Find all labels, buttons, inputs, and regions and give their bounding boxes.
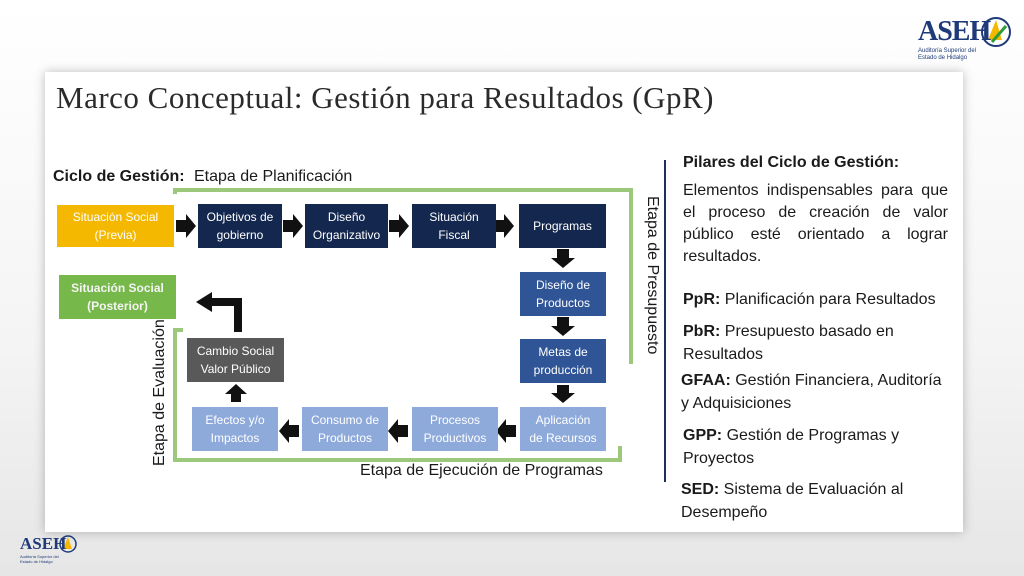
aseh-logo-footer: ASEH Auditoría Superior del Estado de Hi… — [16, 534, 80, 572]
arrow-left-3 — [279, 419, 299, 443]
cycle-label: Ciclo de Gestión: — [53, 168, 185, 185]
stage-execution-label: Etapa de Ejecución de Programas — [360, 462, 603, 479]
pillar-gpp-text: Gestión de Programas y Proyectos — [683, 427, 900, 467]
arrow-right-4 — [494, 214, 514, 238]
pillar-gpp-abbr: GPP: — [683, 427, 723, 444]
logo-emblem-small-icon — [59, 535, 77, 553]
node-programas: Programas — [519, 204, 606, 248]
pillar-sed: SED: Sistema de Evaluación al Desempeño — [681, 478, 921, 524]
pillar-sed-text: Sistema de Evaluación al Desempeño — [681, 481, 904, 521]
evaluation-execution-bracket — [173, 328, 622, 462]
arrow-right-1 — [176, 214, 196, 238]
arrow-left-2 — [388, 419, 408, 443]
pillar-pbr-text: Presupuesto basado en Resultados — [683, 323, 894, 363]
arrow-right-3 — [389, 214, 409, 238]
arrow-left-1 — [496, 419, 516, 443]
logo-subtitle: Auditoría Superior del Estado de Hidalgo — [918, 48, 977, 61]
node-metas-produccion: Metas de producción — [520, 339, 606, 383]
node-efectos-impactos: Efectos y/o Impactos — [192, 407, 278, 451]
pillar-pbr-abbr: PbR: — [683, 323, 721, 340]
pillar-ppr: PpR: Planificación para Resultados — [683, 288, 953, 311]
pillar-gfaa-text: Gestión Financiera, Auditoría y Adquisic… — [681, 372, 942, 412]
stage-evaluation-label: Etapa de Evaluación — [151, 319, 168, 466]
node-aplicacion-recursos: Aplicación de Recursos — [520, 407, 606, 451]
node-cambio-social: Cambio Social Valor Público — [187, 338, 284, 382]
flow-arrows — [176, 214, 575, 443]
node-objetivos-gobierno: Objetivos de gobierno — [198, 204, 282, 248]
node-situacion-social-previa: Situación Social (Previa) — [57, 205, 174, 247]
pillar-gfaa-abbr: GFAA: — [681, 372, 731, 389]
pillars-intro: Elementos indispensables para que el pro… — [683, 182, 948, 265]
stage-planning-label: Etapa de Planificación — [194, 168, 353, 185]
arrow-right-2 — [283, 214, 303, 238]
logo-name: ASEH — [918, 16, 991, 47]
node-situacion-social-posterior: Situación Social (Posterior) — [59, 275, 176, 319]
pillar-gpp: GPP: Gestión de Programas y Proyectos — [683, 424, 913, 470]
arrow-down-2 — [551, 317, 575, 336]
node-consumo-productos: Consumo de Productos — [302, 407, 388, 451]
return-arrow — [210, 298, 242, 332]
node-diseno-productos: Diseño de Productos — [520, 272, 606, 316]
logo-footer-subtitle: Auditoría Superior del Estado de Hidalgo — [20, 554, 59, 564]
planning-budget-bracket — [173, 188, 633, 364]
aseh-logo: ASEH Auditoría Superior del Estado de Hi… — [910, 14, 1018, 74]
pillar-sed-abbr: SED: — [681, 481, 720, 498]
node-procesos-productivos: Procesos Productivos — [412, 407, 498, 451]
pillar-ppr-text: Planificación para Resultados — [720, 291, 936, 308]
pillar-pbr: PbR: Presupuesto basado en Resultados — [683, 320, 923, 366]
pillars-heading: Pilares del Ciclo de Gestión: — [683, 154, 900, 171]
arrow-up-1 — [225, 384, 247, 402]
arrow-down-1 — [551, 249, 575, 268]
node-diseno-organizativo: Diseño Organizativo — [305, 204, 388, 248]
logo-footer-name: ASEH — [20, 534, 67, 553]
pillar-gfaa: GFAA: Gestión Financiera, Auditoría y Ad… — [681, 369, 951, 415]
divider-line — [664, 160, 666, 482]
node-situacion-fiscal: Situación Fiscal — [412, 204, 496, 248]
page-title: Marco Conceptual: Gestión para Resultado… — [56, 80, 714, 115]
logo-emblem-icon — [981, 17, 1011, 47]
pillar-ppr-abbr: PpR: — [683, 291, 721, 308]
stage-budget-label: Etapa de Presupuesto — [644, 196, 661, 355]
arrow-down-3 — [551, 385, 575, 403]
